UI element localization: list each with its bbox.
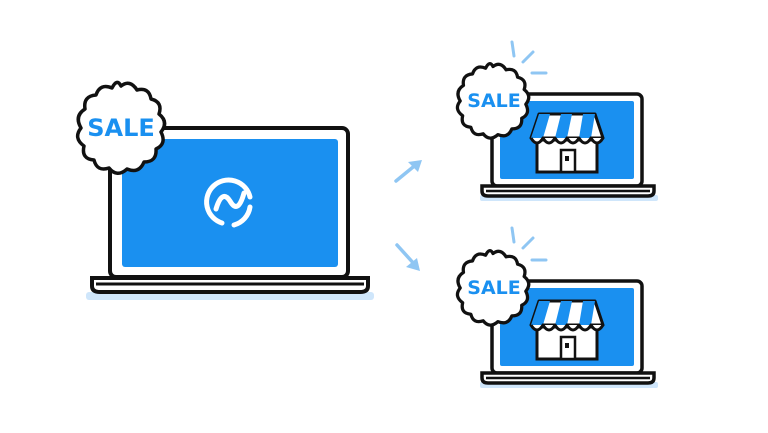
store-top-sale-badge: SALE xyxy=(455,62,531,140)
storefront-icon xyxy=(529,299,605,361)
arrow-down-right-icon xyxy=(395,243,420,271)
store-laptop-top: SALE xyxy=(455,40,658,201)
main-laptop: SALE xyxy=(75,80,374,300)
sparkle-icon xyxy=(510,40,548,75)
store-bottom-sale-badge-label: SALE xyxy=(467,277,520,299)
brand-swirl-logo-icon xyxy=(204,177,253,228)
store-laptop-bottom: SALE xyxy=(455,226,658,388)
main-sale-badge: SALE xyxy=(75,80,167,176)
store-top-sale-badge-label: SALE xyxy=(467,90,520,112)
sparkle-icon xyxy=(510,226,548,262)
arrow-up-right-icon xyxy=(394,160,422,183)
main-sale-badge-label: SALE xyxy=(87,114,155,142)
store-bottom-sale-badge: SALE xyxy=(455,249,531,327)
storefront-icon xyxy=(529,112,605,174)
